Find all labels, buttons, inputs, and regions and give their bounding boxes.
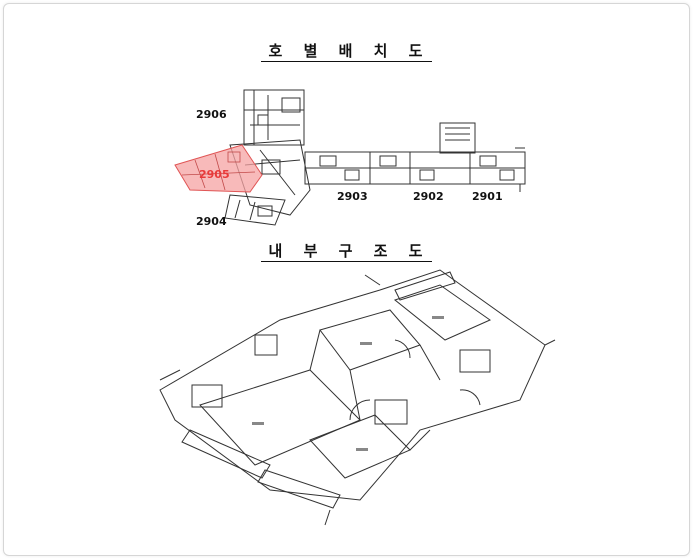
unit-2904-block: [224, 194, 286, 226]
unit-label-2906: 2906: [196, 108, 227, 121]
unit-2906-block: [243, 89, 305, 146]
living-room: [199, 369, 361, 466]
floor-plan-outline: [159, 269, 546, 501]
room-label-mark: [432, 316, 444, 319]
bedroom-3: [393, 284, 492, 341]
balcony-rear: [394, 271, 456, 301]
bedroom-2: [319, 309, 421, 371]
floor-plan-title: 내 부 구 조 도: [0, 240, 693, 262]
unit-label-2901: 2901: [472, 190, 503, 203]
room-label-mark: [252, 422, 264, 425]
layout-plan-title: 호 별 배 치 도: [0, 40, 693, 62]
central-core: [229, 139, 311, 216]
unit-label-2905: 2905: [199, 168, 230, 181]
unit-label-2903: 2903: [337, 190, 368, 203]
unit-label-2904: 2904: [196, 215, 227, 228]
room-label-mark: [360, 342, 372, 345]
balcony-front: [181, 429, 271, 479]
document-frame: [3, 3, 690, 556]
stair-block: [439, 122, 476, 154]
unit-label-2902: 2902: [413, 190, 444, 203]
balcony-bedroom: [257, 469, 341, 509]
room-label-mark: [356, 448, 368, 451]
